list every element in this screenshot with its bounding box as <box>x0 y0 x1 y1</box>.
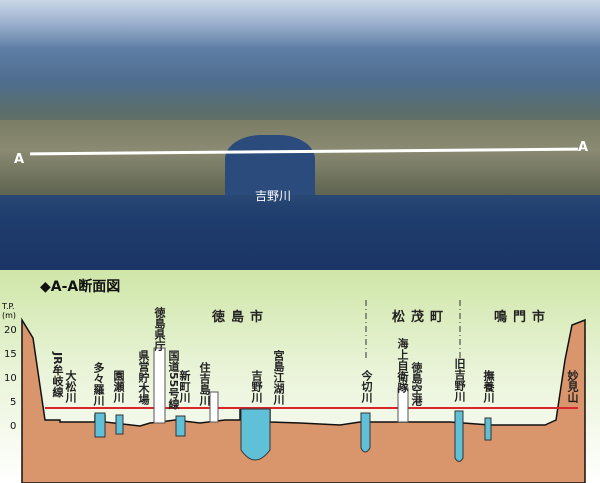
town-matsushige: 松茂町 <box>392 310 450 325</box>
label-muya-river: 撫養川 <box>482 370 495 403</box>
label-prefectural-office: 徳島県庁 <box>153 307 166 351</box>
section-title: ◆A-A断面図 <box>40 279 121 295</box>
sumiyoshi-building <box>209 391 219 423</box>
channel-sonose <box>115 414 124 435</box>
prefectural-office-building <box>153 347 166 424</box>
channel-kyuyoshino <box>454 410 464 462</box>
channel-tatara <box>94 412 106 438</box>
label-imagiri-river: 今切川 <box>360 370 373 403</box>
y-axis-unit: T.P.(m) <box>2 302 16 320</box>
label-route-55: 国道55号線 <box>167 350 180 410</box>
label-kyu-yoshino-river: 旧吉野川 <box>453 358 466 402</box>
cross-section-diagram: ◆A-A断面図 T.P.(m) 20 15 10 5 0 徳島市 松茂町 鳴門市… <box>0 270 600 483</box>
city-tokushima: 徳島市 <box>212 310 270 325</box>
label-sumiyoshijima-river: 住吉島川 <box>198 362 211 406</box>
marker-a-left: A <box>14 152 25 167</box>
label-tokushima-airport: 徳島空港 <box>410 362 423 406</box>
aerial-photo: A A 吉野川 <box>0 0 600 270</box>
y-tick: 5 <box>10 397 17 408</box>
ground <box>21 317 586 483</box>
channel-yoshino <box>240 408 271 461</box>
label-msdf: 海上自衛隊 <box>396 338 409 393</box>
city-naruto: 鳴門市 <box>494 310 552 325</box>
y-tick: 10 <box>4 373 17 384</box>
label-sonose-river: 園瀬川 <box>112 370 125 403</box>
label-omatsu-river: 大松川 <box>64 370 77 403</box>
yoshino-river-mouth <box>225 135 315 195</box>
label-timber-yard: 県営貯木場 <box>137 350 150 405</box>
label-jr-mugi-line: JR牟岐線 <box>51 352 64 398</box>
y-tick: 0 <box>10 421 17 432</box>
unit-tp: T.P. <box>2 302 15 311</box>
y-tick: 15 <box>4 349 17 360</box>
label-yoshino-river: 吉野川 <box>250 370 263 403</box>
channel-imagiri <box>360 412 371 453</box>
cross-section-svg <box>21 300 586 483</box>
label-myoken-mountain: 妙見山 <box>566 370 579 403</box>
msdf-building <box>397 387 409 423</box>
channel-shinmachi <box>175 415 186 437</box>
label-miyajimagouko-river: 宮島江湖川 <box>272 350 285 405</box>
label-shinmachi-river: 新町川 <box>178 370 191 403</box>
river-label: 吉野川 <box>255 189 292 203</box>
channel-muya <box>484 417 492 441</box>
label-tatara-river: 多々羅川 <box>92 362 105 406</box>
y-tick: 20 <box>4 325 17 336</box>
water-channels <box>94 408 492 462</box>
unit-m: (m) <box>2 311 17 320</box>
marker-a-right: A <box>578 140 589 155</box>
